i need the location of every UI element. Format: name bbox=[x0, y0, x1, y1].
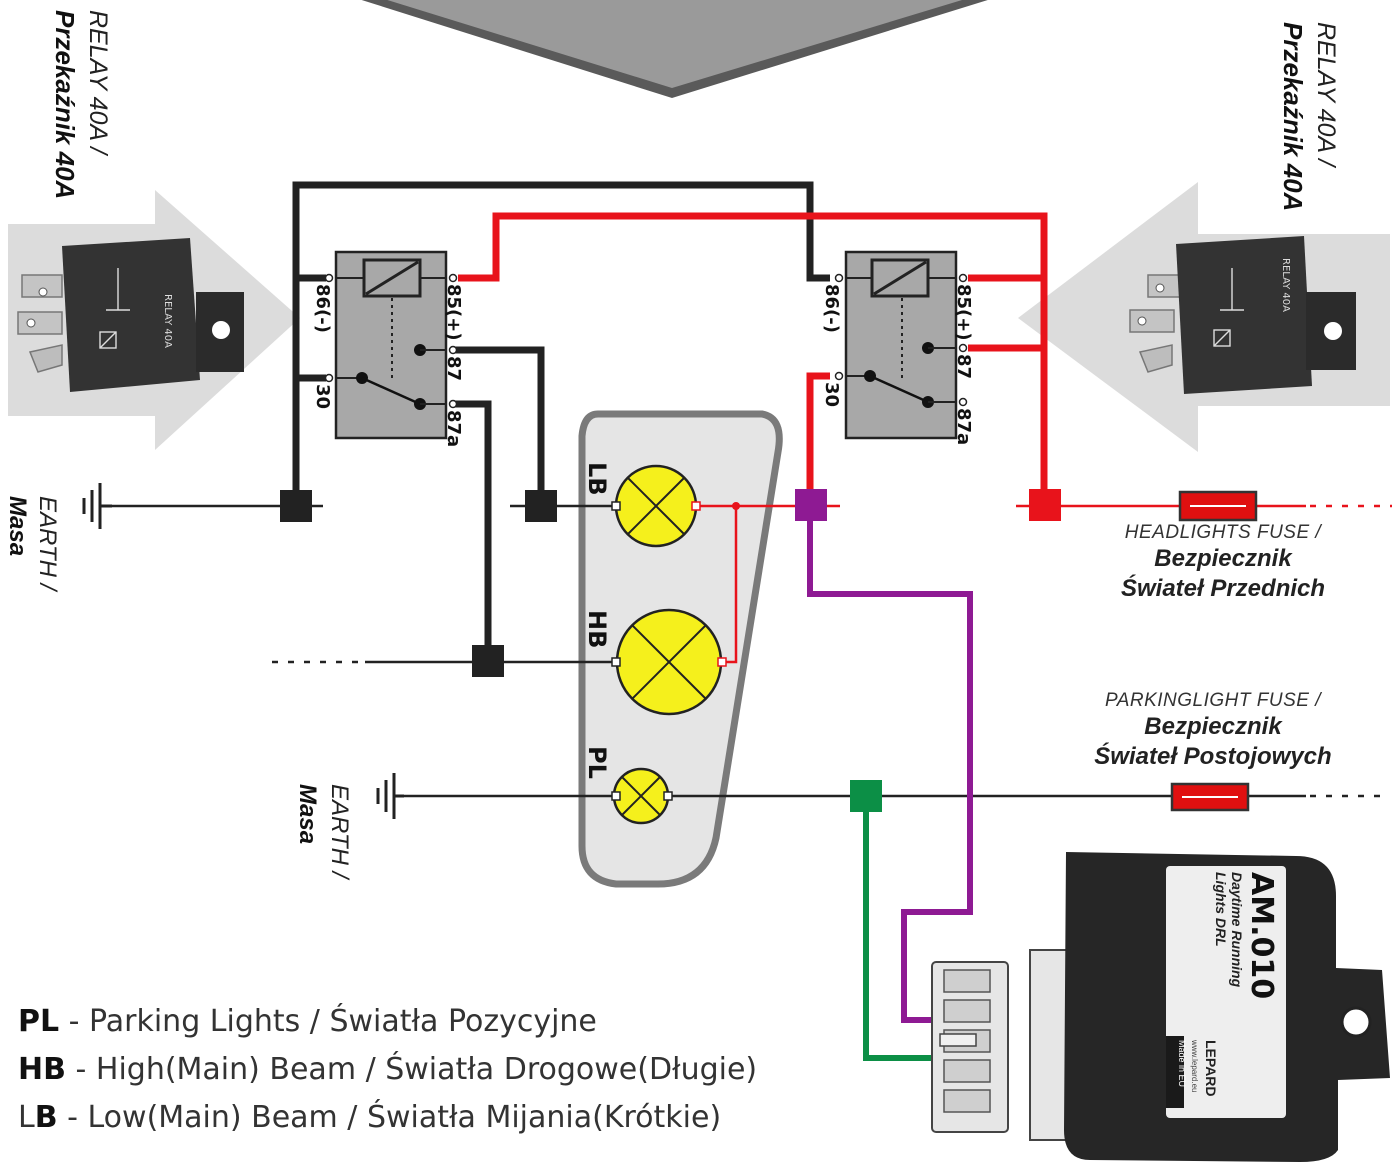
lamp-hb-label: HB bbox=[583, 610, 611, 648]
relay-photo-left-text: RELAY 40A bbox=[162, 294, 173, 348]
relay-left-pin-87: 87 bbox=[443, 356, 464, 381]
legend-hb: HB - High(Main) Beam / Światła Drogowe(D… bbox=[18, 1052, 757, 1087]
relay-left-pin-85: 85(+) bbox=[443, 284, 464, 341]
relay-left-pin-30: 30 bbox=[312, 384, 333, 409]
relay-left-caption-pl: Przekaźnik 40A bbox=[50, 10, 80, 199]
earth-top-en: EARTH / bbox=[34, 496, 61, 593]
relay-photo-left: RELAY 40A bbox=[8, 190, 300, 450]
relay-right bbox=[834, 250, 968, 440]
drl-connector bbox=[931, 949, 1077, 1141]
parking-fuse bbox=[1170, 782, 1250, 812]
earth-bottom-en: EARTH / bbox=[326, 784, 353, 881]
headlights-fuse-caption: HEADLIGHTS FUSE / Bezpiecznik Świateł Pr… bbox=[1088, 522, 1358, 604]
relay-photo-right-text: RELAY 40A bbox=[1280, 258, 1291, 312]
junction-parking bbox=[850, 780, 882, 812]
lamp-lb-label: LB bbox=[583, 462, 611, 496]
headlights-fuse-caption-pl-2: Świateł Przednich bbox=[1120, 575, 1326, 602]
headlights-fuse bbox=[1178, 490, 1258, 522]
relay-right-pin-85: 85(+) bbox=[953, 284, 974, 341]
junction-lb-ground bbox=[525, 490, 557, 522]
legend-lb-abbr: B bbox=[34, 1100, 58, 1135]
parking-fuse-caption-en: PARKINGLIGHT FUSE / bbox=[1104, 690, 1322, 711]
legend-hb-abbr: HB bbox=[18, 1052, 66, 1087]
parking-signal-wire bbox=[863, 796, 934, 1061]
module-name: AM.010 bbox=[1244, 872, 1279, 999]
junction-drl bbox=[795, 489, 827, 521]
relay-photo-right: RELAY 40A bbox=[1018, 182, 1390, 452]
relay-left-pin-86: 86(-) bbox=[312, 284, 333, 333]
junction-hb-ground bbox=[472, 645, 504, 677]
module-made-in: Made in EU bbox=[1177, 1040, 1187, 1087]
relay-right-pin-87a: 87a bbox=[953, 408, 974, 445]
relay-right-pin-30: 30 bbox=[821, 382, 842, 407]
headlights-fuse-caption-en: HEADLIGHTS FUSE / bbox=[1124, 522, 1322, 543]
power-wires bbox=[458, 212, 1048, 505]
legend-lb-prefix: L bbox=[18, 1100, 35, 1135]
legend-lb-text: - Low(Main) Beam / Światła Mijania(Krótk… bbox=[57, 1100, 722, 1135]
module-website: www.lepard.eu bbox=[1190, 1039, 1199, 1092]
earth-top-pl: Masa bbox=[4, 496, 31, 556]
module-brand: LEPARD bbox=[1203, 1040, 1219, 1097]
lamp-hb bbox=[611, 608, 727, 716]
relay-right-caption-pl: Przekaźnik 40A bbox=[1278, 22, 1308, 211]
earth-bottom-pl: Masa bbox=[294, 784, 321, 844]
headlights-fuse-caption-pl-1: Bezpiecznik bbox=[1154, 545, 1292, 572]
relay-left-pin-87a: 87a bbox=[443, 410, 464, 447]
drl-module bbox=[1064, 852, 1390, 1162]
relay-right-caption-en: RELAY 40A / bbox=[1312, 22, 1340, 169]
legend-pl: PL - Parking Lights / Światła Pozycyjne bbox=[18, 1004, 597, 1039]
legend-pl-text: - Parking Lights / Światła Pozycyjne bbox=[59, 1004, 597, 1039]
ground-wires bbox=[292, 181, 830, 660]
parking-fuse-caption-pl-2: Świateł Postojowych bbox=[1094, 743, 1332, 770]
relay-right-pin-87: 87 bbox=[953, 354, 974, 379]
relay-right-pin-86: 86(-) bbox=[821, 284, 842, 333]
module-desc-1: Daytime Running bbox=[1229, 872, 1245, 988]
lamp-lb bbox=[611, 464, 701, 548]
dashed-continuations bbox=[272, 660, 1390, 798]
lamp-pl-label: PL bbox=[583, 746, 611, 779]
lamp-pl bbox=[611, 767, 673, 825]
drl-signal-wire bbox=[807, 505, 973, 1023]
parking-fuse-caption-pl-1: Bezpiecznik bbox=[1144, 713, 1282, 740]
ground-symbol-top bbox=[82, 483, 112, 529]
legend-lb: LB - Low(Main) Beam / Światła Mijania(Kr… bbox=[18, 1100, 721, 1135]
relay-left-caption-en: RELAY 40A / bbox=[84, 10, 112, 157]
top-arrow-shape bbox=[361, 0, 988, 98]
power-junction-dot bbox=[732, 502, 740, 510]
relay-left bbox=[324, 250, 458, 440]
junction-ground-left bbox=[280, 490, 312, 522]
parking-fuse-caption: PARKINGLIGHT FUSE / Bezpiecznik Świateł … bbox=[1058, 690, 1368, 772]
module-desc-2: Lights DRL bbox=[1213, 872, 1229, 947]
legend-hb-text: - High(Main) Beam / Światła Drogowe(Dług… bbox=[65, 1052, 758, 1087]
ground-symbol-bottom bbox=[376, 773, 404, 819]
junction-power bbox=[1029, 489, 1061, 521]
legend-pl-abbr: PL bbox=[18, 1004, 60, 1039]
